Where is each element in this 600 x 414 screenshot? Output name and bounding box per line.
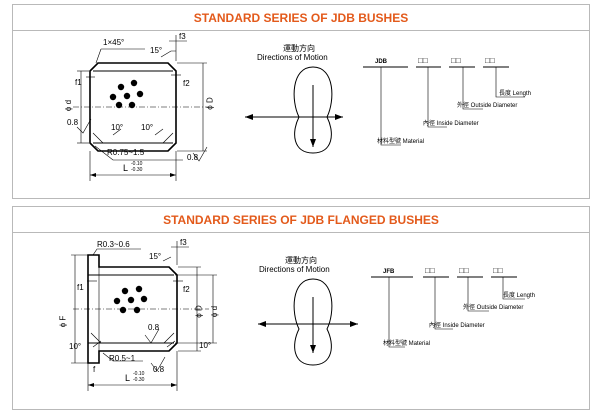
f2-label: f2 (183, 79, 190, 88)
graphite-plug (127, 296, 135, 304)
graphite-plug (123, 92, 131, 100)
f3-label: f3 (180, 238, 187, 247)
code-inside-label: 內徑 Inside Diameter (423, 121, 479, 127)
code-box-inside: □□ (425, 266, 435, 275)
roughness-left-label: 0.8 (67, 118, 79, 127)
f2-label: f2 (183, 285, 190, 294)
title-divider (13, 30, 589, 31)
inner-diameter-label: ϕ d (64, 99, 74, 112)
jdb-bush-drawing (73, 35, 525, 181)
code-outside-label: 外徑 Outside Diameter (457, 103, 518, 109)
graphite-plug (119, 306, 127, 314)
code-prefix: JFB (383, 269, 395, 275)
title-divider (13, 232, 589, 233)
angle-right-label: 10° (199, 341, 212, 350)
roughness-bottom-label: 0.8 (153, 365, 165, 374)
code-box-outside: □□ (459, 266, 469, 275)
length-label: L (123, 163, 129, 173)
motion-label-en: Directions of Motion (259, 265, 330, 274)
graphite-plug (140, 295, 148, 303)
radius-top-label: R0.3~0.6 (97, 240, 130, 249)
motion-label-cn: 運動方向 (285, 256, 317, 265)
angle-left-label: 10° (69, 342, 82, 351)
angle-top-label: 15° (149, 252, 162, 261)
length-tolerance-lower: -0.30 (133, 377, 145, 383)
graphite-plug (115, 101, 123, 109)
length-label: L (125, 373, 131, 383)
flange-diameter-label: ϕ F (58, 315, 68, 328)
panel-title: STANDARD SERIES OF JDB FLANGED BUSHES (163, 213, 439, 227)
graphite-plug (133, 306, 141, 314)
graphite-plug (109, 93, 117, 101)
outer-diameter-label: ϕ D (194, 305, 204, 318)
chamfer-label: 1×45° (103, 38, 125, 47)
graphite-plug (128, 101, 136, 109)
angle-right-label: 10° (141, 123, 154, 132)
angle-left-label: 10° (111, 123, 124, 132)
f1-label: f1 (75, 78, 82, 87)
radius-label: R0.75~1.5 (107, 148, 145, 157)
code-material-label: 材料型號 Material (377, 139, 425, 145)
graphite-plug (121, 287, 129, 295)
code-length-label: 長度 Length (503, 293, 536, 299)
graphite-plug (130, 79, 138, 87)
length-tolerance-lower: -0.30 (131, 167, 143, 173)
code-inside-label: 內徑 Inside Diameter (429, 323, 485, 329)
length-tolerance-upper: -0.10 (133, 371, 145, 377)
roughness-mid-label: 0.8 (148, 323, 160, 332)
graphite-plug (113, 297, 121, 305)
radius-label: R0.5~1 (109, 354, 136, 363)
angle-top-label: 15° (150, 46, 163, 55)
f3-label: f3 (179, 32, 186, 41)
inner-diameter-label: ϕ d (210, 305, 220, 318)
f1-label: f1 (77, 283, 84, 292)
motion-label-cn: 運動方向 (283, 44, 315, 53)
code-outside-label: 外徑 Outside Diameter (463, 305, 524, 311)
panel-title: STANDARD SERIES OF JDB BUSHES (193, 11, 409, 25)
code-box-outside: □□ (451, 56, 461, 65)
roughness-bottom-label: 0.8 (187, 153, 199, 162)
graphite-plug (135, 285, 143, 293)
code-box-inside: □□ (418, 56, 428, 65)
motion-loop (293, 278, 333, 366)
motion-loop (293, 66, 333, 154)
code-length-label: 長度 Length (499, 91, 532, 97)
length-tolerance-upper: -0.10 (131, 161, 143, 167)
f-label: f (93, 365, 96, 374)
code-box-length: □□ (485, 56, 495, 65)
code-prefix: JDB (375, 59, 388, 65)
outer-diameter-label: ϕ D (205, 97, 215, 110)
graphite-plug (136, 90, 144, 98)
jdb-flanged-bushes-panel: STANDARD SERIES OF JDB FLANGED BUSHES (12, 206, 590, 410)
motion-label-en: Directions of Motion (257, 53, 328, 62)
code-material-label: 材料型號 Material (383, 341, 431, 347)
jdb-bushes-panel: STANDARD SERIES OF JDB BUSHES (12, 4, 590, 199)
graphite-plug (117, 83, 125, 91)
bush-outline (89, 62, 177, 152)
code-box-length: □□ (493, 266, 503, 275)
jdb-flanged-bush-drawing (71, 241, 525, 391)
